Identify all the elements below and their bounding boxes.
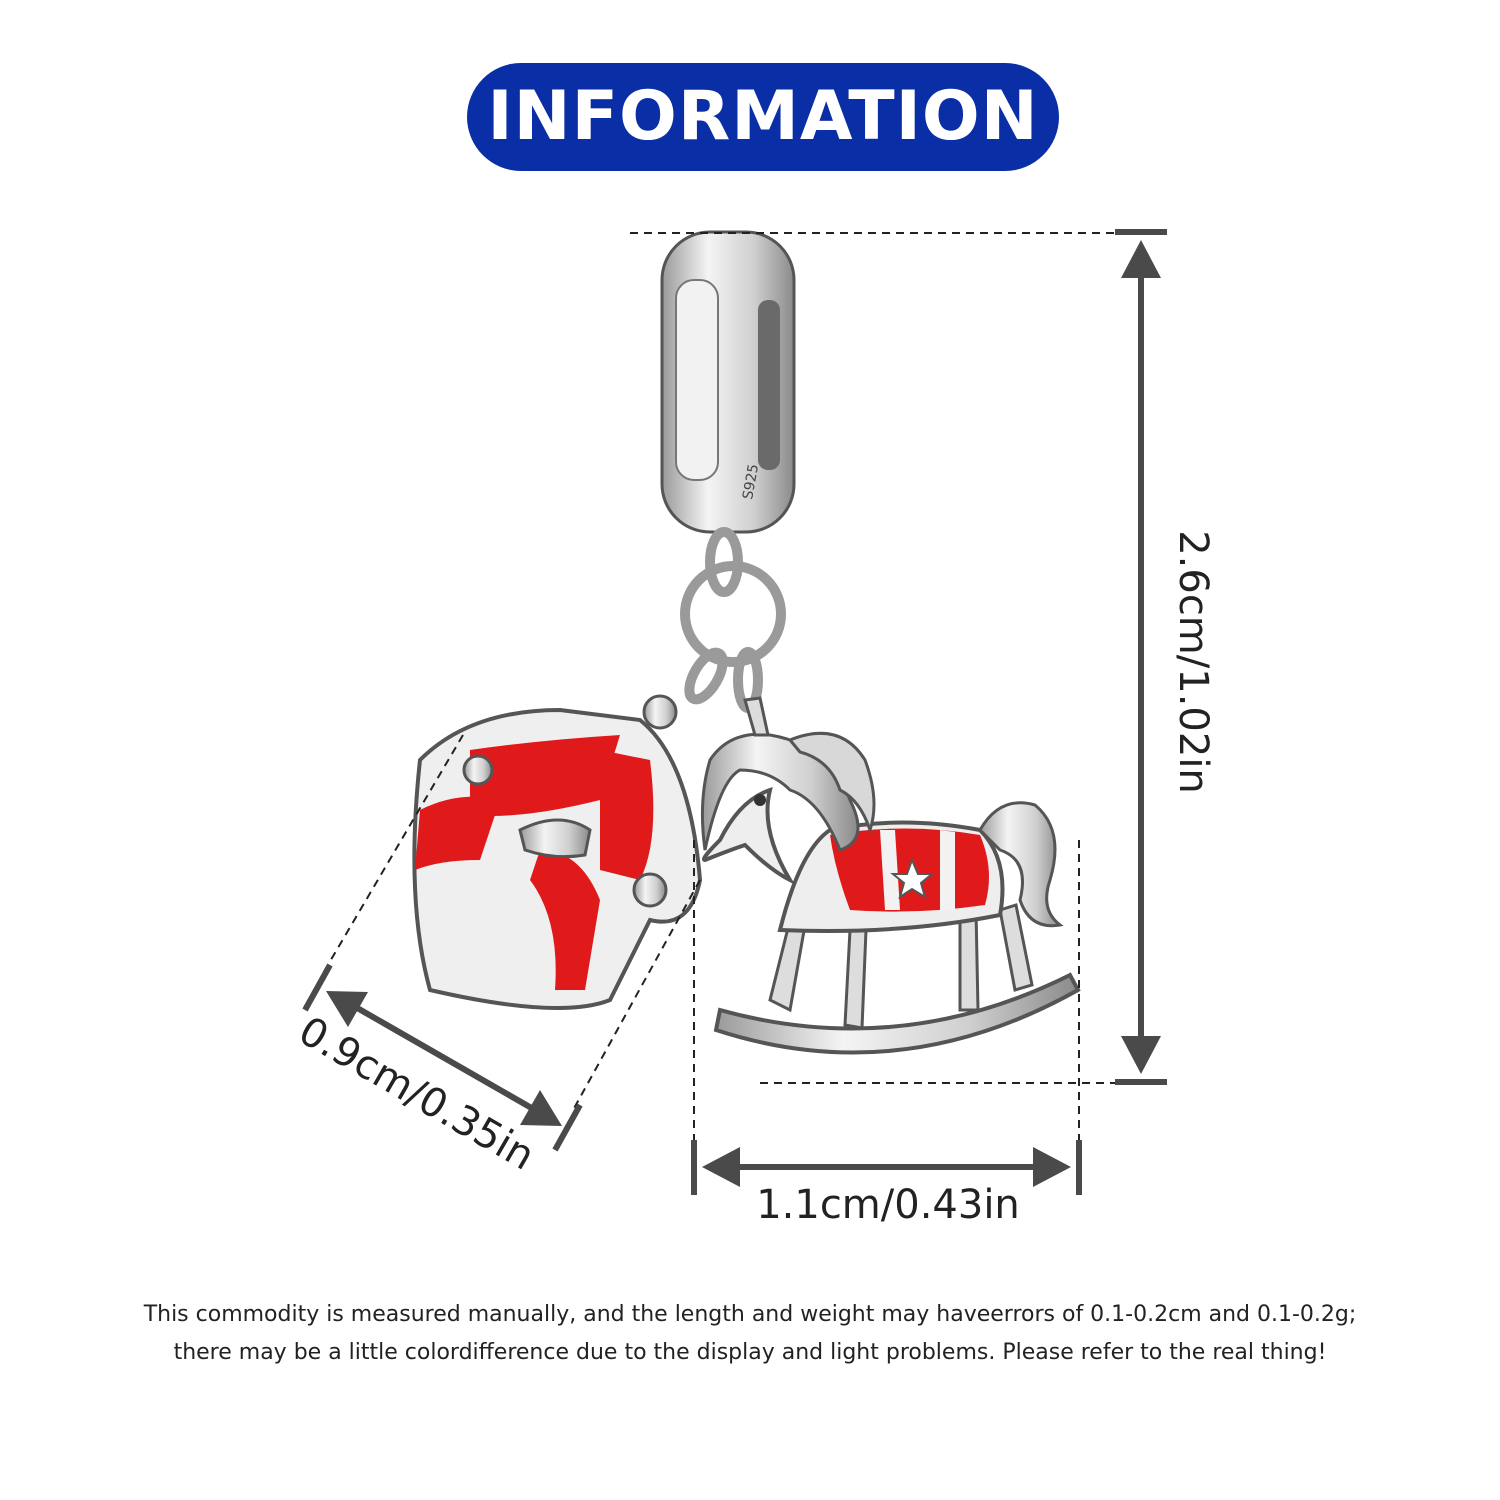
bail-stamp: S925 <box>740 463 762 501</box>
banner-title: INFORMATION <box>487 77 1039 156</box>
height-dimension: 2.6cm/1.02in <box>630 229 1216 1085</box>
height-label: 2.6cm/1.02in <box>1170 530 1216 794</box>
bail: S925 <box>660 230 796 534</box>
rocking-horse-charm <box>700 696 1081 1055</box>
width-label: 1.1cm/0.43in <box>756 1182 1020 1228</box>
disclaimer-line-2: there may be a little colordifference du… <box>173 1340 1327 1365</box>
information-banner: INFORMATION <box>467 63 1059 171</box>
circus-tent-charm <box>412 694 703 1010</box>
jump-rings <box>680 527 786 713</box>
width-dimension: 1.1cm/0.43in <box>691 840 1082 1228</box>
disclaimer-line-1: This commodity is measured manually, and… <box>143 1302 1357 1327</box>
disclaimer-note: This commodity is measured manually, and… <box>60 1296 1440 1372</box>
